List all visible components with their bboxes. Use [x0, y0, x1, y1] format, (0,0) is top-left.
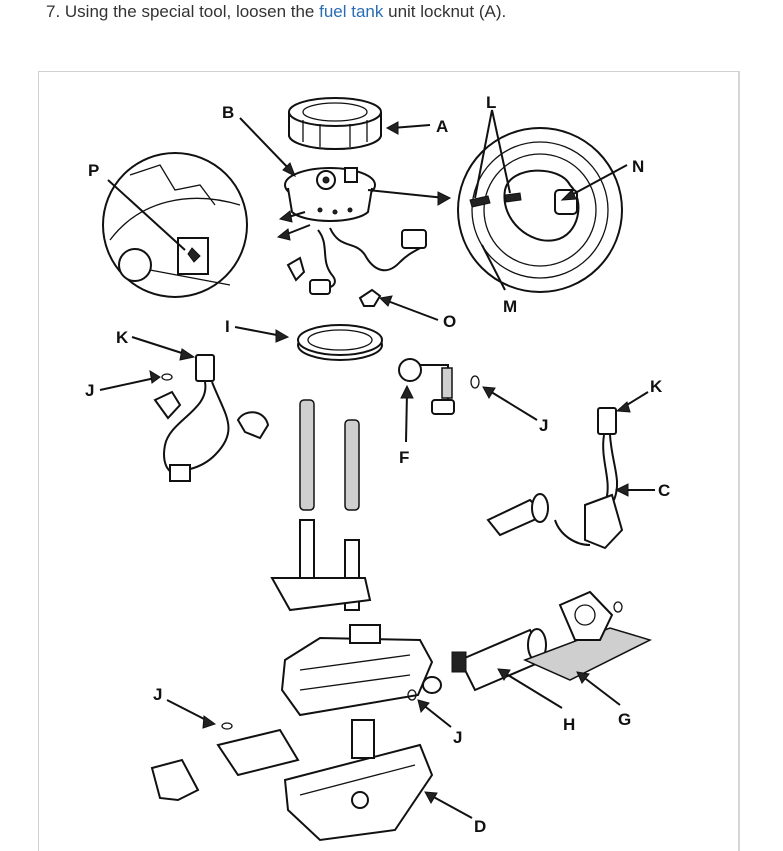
fuel-tank-link[interactable]: fuel tank	[319, 2, 384, 21]
label-g: G	[618, 710, 631, 729]
label-h: H	[563, 715, 575, 734]
label-k-right: K	[650, 377, 663, 396]
detail-view-right	[457, 127, 623, 293]
guide-frame	[270, 519, 372, 612]
component-f	[398, 358, 455, 415]
lower-left-parts	[150, 722, 300, 802]
callout-labels: B A L N P M O I K J F J K C J J H G D	[85, 93, 670, 836]
detail-view-left	[102, 152, 248, 298]
locknut-a	[288, 97, 382, 150]
label-m: M	[503, 297, 517, 316]
instruction-prefix: 7. Using the special tool, loosen the	[46, 2, 320, 21]
o-ring-j-right	[470, 375, 480, 389]
label-l: L	[486, 93, 496, 112]
label-o: O	[443, 312, 456, 331]
label-j-left: J	[85, 381, 94, 400]
o-ring-j-lower	[407, 689, 417, 701]
label-a: A	[436, 117, 448, 136]
label-j-right: J	[539, 416, 548, 435]
reservoir-base-d	[283, 719, 434, 842]
label-b: B	[222, 103, 234, 122]
label-d: D	[474, 817, 486, 836]
leader-lines	[99, 109, 655, 819]
label-p: P	[88, 161, 99, 180]
label-i: I	[225, 317, 230, 336]
fuel-pump-h	[422, 628, 547, 694]
o-ring-small	[613, 601, 623, 613]
left-sensor-assembly	[153, 354, 270, 482]
instruction-suffix: unit locknut (A).	[383, 2, 507, 21]
label-j-lower-left: J	[153, 685, 162, 704]
fuel-pump-unit-top	[284, 167, 427, 295]
springs	[299, 399, 360, 511]
retaining-clip	[286, 256, 306, 282]
label-c: C	[658, 481, 670, 500]
fuel-gauge-sender	[486, 407, 624, 550]
instruction-text: 7. Using the special tool, loosen the fu…	[46, 2, 506, 22]
pump-holder	[280, 624, 434, 717]
label-f: F	[399, 448, 409, 467]
label-n: N	[632, 157, 644, 176]
label-j-lower: J	[453, 728, 462, 747]
bracket-o	[358, 288, 382, 307]
strainer-g	[523, 590, 653, 681]
label-k-left: K	[116, 328, 129, 347]
seal-ring-i	[297, 324, 383, 361]
